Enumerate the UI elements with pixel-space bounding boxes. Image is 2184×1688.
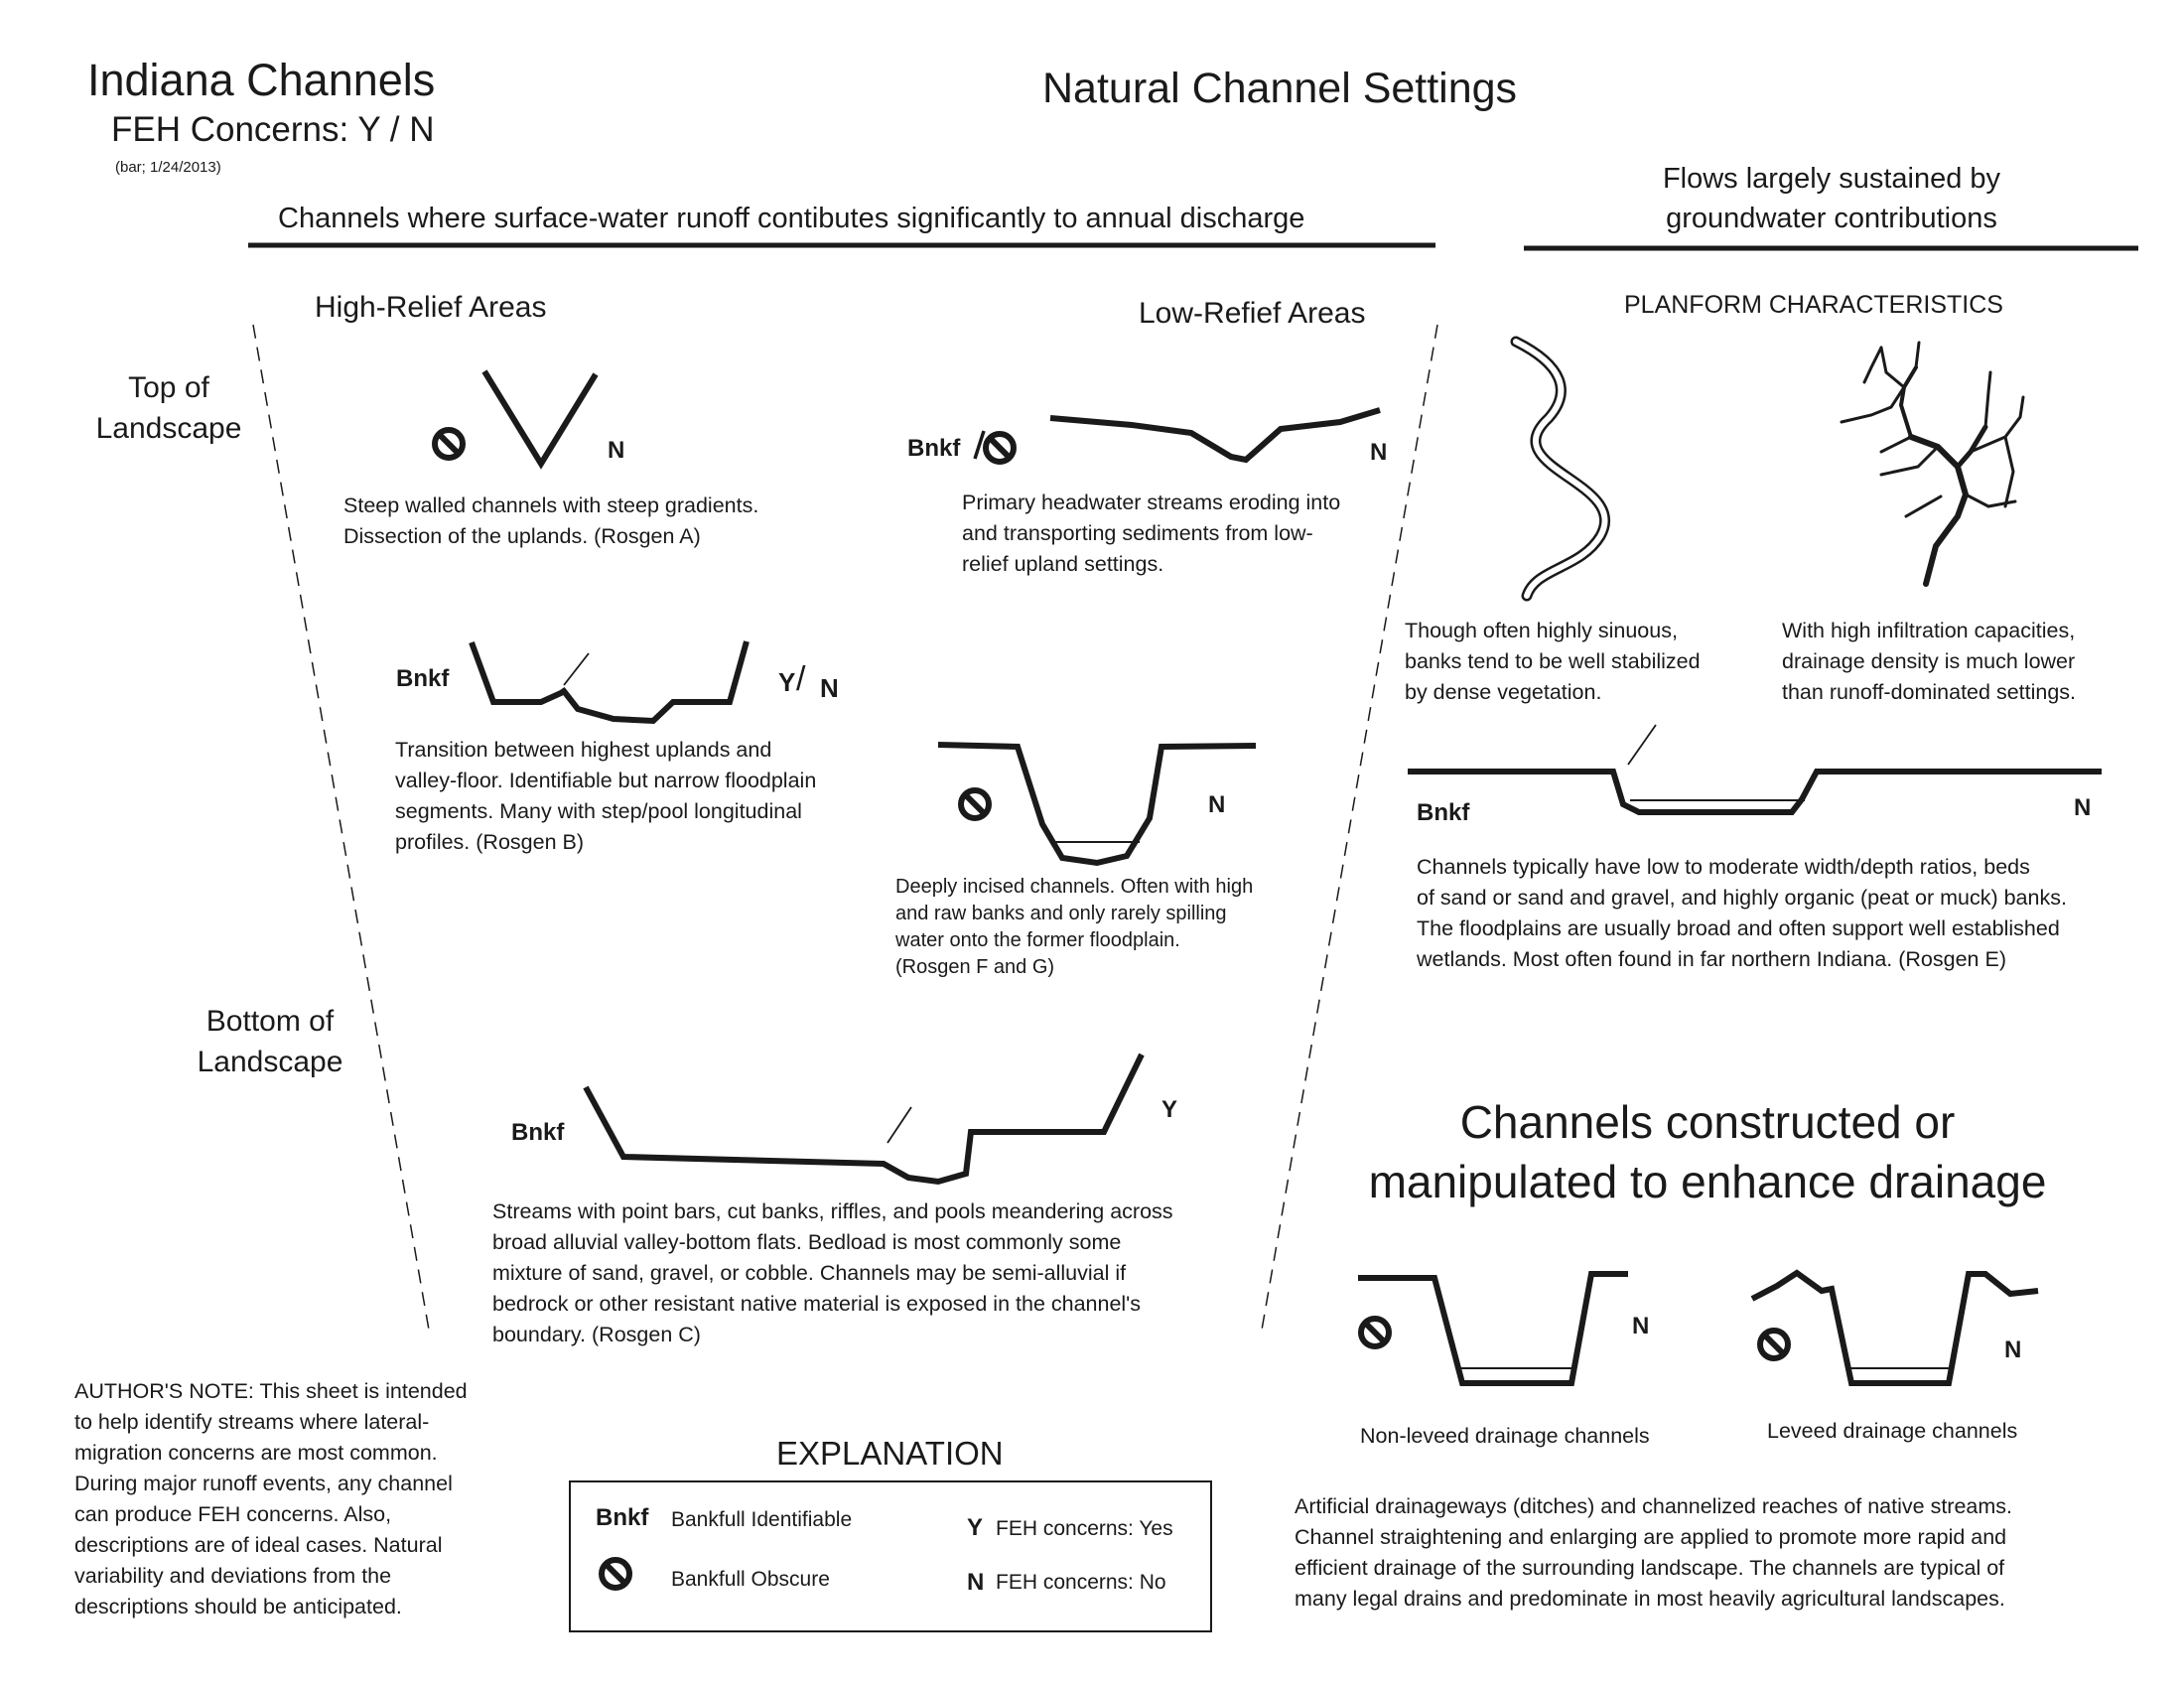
leveed-ditch-profile <box>1750 1269 2039 1386</box>
artificial-description: Artificial drainageways (ditches) and ch… <box>1295 1494 2013 1611</box>
explanation-title: EXPLANATION <box>776 1435 1004 1472</box>
bankfull-arrow <box>1627 724 1657 766</box>
byline: (bar; 1/24/2013) <box>115 159 221 176</box>
sheet-title: Indiana Channels <box>87 55 436 105</box>
bankfull-arrow <box>563 652 590 686</box>
rosgen-b-description: Transition between highest uplands and v… <box>395 738 817 854</box>
sinuous-description: Though often highly sinuous, banks tend … <box>1405 619 1701 704</box>
bankfull-obscure-icon <box>1361 1319 1389 1346</box>
bankfull-obscure-icon <box>1760 1331 1788 1358</box>
bankfull-obscure-icon <box>961 790 989 818</box>
top-of-landscape-label: Top of Landscape <box>95 371 242 445</box>
bankfull-obscure-icon <box>435 430 463 458</box>
bnkf-label: Bnkf <box>907 435 961 462</box>
y-label: Y <box>778 667 796 697</box>
non-leveed-ditch-profile <box>1358 1271 1628 1386</box>
rosgen-e-profile <box>1408 769 2102 815</box>
legend-bnkf-desc: Bankfull Identifiable <box>671 1508 853 1531</box>
bankfull-obscure-icon <box>986 434 1014 462</box>
high-relief-heading: High-Relief Areas <box>315 291 547 324</box>
rosgen-a-description: Steep walled channels with steep gradien… <box>343 493 759 548</box>
bnkf-label: Bnkf <box>511 1119 565 1146</box>
funnel-right-dashed-line <box>1260 324 1438 1336</box>
explanation-legend-box <box>569 1480 1212 1632</box>
rosgen-fg-description: Deeply incised channels. Often with high… <box>895 876 1254 978</box>
n-label: N <box>1208 791 1226 818</box>
legend-bankfull-obscure-icon <box>602 1560 629 1588</box>
planform-heading: PLANFORM CHARACTERISTICS <box>1624 291 2003 319</box>
n-label: N <box>2074 794 2092 821</box>
main-title: Natural Channel Settings <box>1042 65 1518 112</box>
legend-bnkf-key: Bnkf <box>596 1504 649 1531</box>
sheet-subtitle: FEH Concerns: Y / N <box>111 110 435 149</box>
bnkf-obscure-slash <box>973 430 986 460</box>
leveed-caption: Leveed drainage channels <box>1767 1419 2018 1443</box>
n-label: N <box>608 437 625 464</box>
n-label: N <box>2004 1336 2022 1363</box>
legend-n-desc: FEH concerns: No <box>996 1571 1166 1594</box>
low-relief-heading: Low-Refief Areas <box>1139 297 1366 330</box>
rosgen-a-profile <box>481 369 599 470</box>
bankfull-arrow <box>887 1106 912 1144</box>
groundwater-section-heading: Flows largely sustained by groundwater c… <box>1662 163 2001 234</box>
rosgen-e-description: Channels typically have low to moderate … <box>1417 855 2067 971</box>
bottom-of-landscape-label: Bottom of Landscape <box>197 1005 343 1078</box>
bnkf-label: Bnkf <box>1417 799 1470 826</box>
rosgen-c-profile <box>583 1053 1145 1186</box>
legend-n-key: N <box>967 1569 985 1596</box>
n-label: N <box>1632 1313 1650 1339</box>
funnel-left-dashed-line <box>252 324 431 1336</box>
drainage-network-planform <box>1840 341 2025 587</box>
headwater-description: Primary headwater streams eroding into a… <box>962 491 1341 576</box>
rosgen-fg-profile <box>937 742 1257 867</box>
infiltration-description: With high infiltration capacities, drain… <box>1782 619 2077 704</box>
y-n-slash: / <box>796 660 806 698</box>
legend-y-desc: FEH concerns: Yes <box>996 1517 1173 1540</box>
authors-note: AUTHOR'S NOTE: This sheet is intended to… <box>74 1379 468 1618</box>
bnkf-label: Bnkf <box>396 665 450 692</box>
n-label: N <box>1370 439 1388 466</box>
legend-obscure-desc: Bankfull Obscure <box>671 1568 830 1591</box>
headwater-profile <box>1049 407 1381 464</box>
rosgen-c-description: Streams with point bars, cut banks, riff… <box>492 1199 1173 1346</box>
runoff-section-heading: Channels where surface-water runoff cont… <box>278 203 1305 234</box>
y-label: Y <box>1161 1096 1178 1123</box>
constructed-channels-heading: Channels constructed or manipulated to e… <box>1368 1096 2047 1207</box>
legend-y-key: Y <box>967 1514 984 1541</box>
n-label: N <box>820 673 839 703</box>
non-leveed-caption: Non-leveed drainage channels <box>1360 1424 1650 1448</box>
rosgen-b-profile <box>469 640 750 725</box>
